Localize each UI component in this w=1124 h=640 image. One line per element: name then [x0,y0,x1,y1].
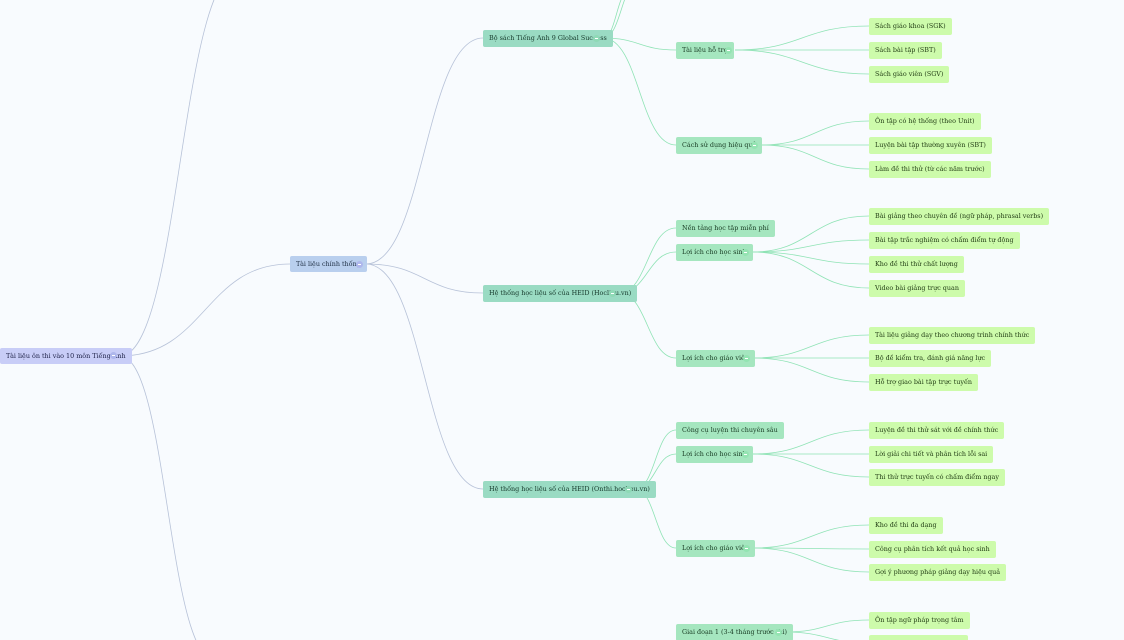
leaf-methods[interactable]: Gợi ý phương pháp giảng dạy hiệu quả [869,564,1007,581]
leaf-lectures[interactable]: Bài giảng theo chuyên đề (ngữ pháp, phra… [869,208,1050,225]
node-student-benefit-2[interactable]: Lợi ích cho học sinh [676,446,753,463]
node-free-platform[interactable]: Nền tảng học tập miễn phí [676,220,775,237]
collapse-circle-icon[interactable] [609,290,616,297]
collapse-circle-icon[interactable] [356,261,363,268]
leaf-test-sets[interactable]: Bộ đề kiểm tra, đánh giá năng lực [869,350,992,367]
edge-stage1-leaf-0 [784,619,870,633]
leaf-partial[interactable] [869,635,968,640]
node-teacher-benefit-1[interactable]: Lợi ích cho giáo viên [676,350,755,367]
edge-supp-leaf-0 [734,25,870,51]
leaf-sbt[interactable]: Sách bài tập (SBT) [869,42,942,59]
leaf-sgv[interactable]: Sách giáo viên (SGV) [869,66,950,83]
collapse-circle-icon[interactable] [725,47,732,54]
edge-teacher1-leaf-0 [752,334,870,359]
leaf-mock-exam[interactable]: Làm đề thi thử (từ các năm trước) [869,161,991,178]
node-root[interactable]: Tài liệu ôn thi vào 10 môn Tiếng Anh [0,348,132,364]
edge-root-offscreen-bottom [119,355,197,640]
leaf-grammar-review[interactable]: Ôn tập ngữ pháp trọng tâm [869,612,970,629]
leaf-sgk[interactable]: Sách giáo khoa (SGK) [869,18,952,35]
leaf-review-unit[interactable]: Ôn tập có hệ thống (theo Unit) [869,113,981,130]
edge-official-onthi [365,263,484,490]
edge-supp-leaf-2 [734,49,870,75]
node-onthi[interactable]: Hệ thống học liệu số của HEID (Onthi.hoc… [483,481,656,498]
leaf-diverse-bank[interactable]: Kho đề thi đa dạng [869,517,943,534]
leaf-quizzes[interactable]: Bài tập trắc nghiệm có chấm điểm tự động [869,232,1020,249]
collapse-circle-icon[interactable] [775,629,782,636]
edge-teacher2-leaf-1 [752,547,870,550]
collapse-circle-icon[interactable] [625,486,632,493]
collapse-circle-icon[interactable] [743,355,750,362]
collapse-circle-icon[interactable] [110,352,117,359]
node-official-materials[interactable]: Tài liệu chính thống [290,256,367,272]
node-usage[interactable]: Cách sử dụng hiệu quả [676,137,763,154]
edge-student1-leaf-1 [751,239,870,253]
edge-student2-leaf-2 [751,453,870,478]
edge-student1-leaf-2 [751,251,870,265]
edge-student2-leaf-0 [751,429,870,455]
node-supplementary[interactable]: Tài liệu hỗ trợ [676,42,734,59]
edge-usage-leaf-2 [760,144,870,170]
node-teacher-benefit-2[interactable]: Lợi ích cho giáo viên [676,540,755,557]
node-hoclieu[interactable]: Hệ thống học liệu số của HEID (Hoclieu.v… [483,285,638,302]
node-student-benefit-1[interactable]: Lợi ích cho học sinh [676,244,753,261]
leaf-online-homework[interactable]: Hỗ trợ giao bài tập trực tuyến [869,374,979,391]
collapse-circle-icon[interactable] [593,35,600,42]
leaf-teaching-materials[interactable]: Tài liệu giảng dạy theo chương trình chí… [869,327,1036,344]
collapse-circle-icon[interactable] [751,142,758,149]
edge-student1-leaf-3 [751,251,870,289]
leaf-videos[interactable]: Video bài giảng trực quan [869,280,965,297]
leaf-practice-close[interactable]: Luyện đề thi thử sát với đề chính thức [869,422,1005,439]
edge-global-supplementary [602,37,677,51]
edge-root-official [119,263,291,357]
node-stage1[interactable]: Giai đoạn 1 (3-4 tháng trước thi) [676,624,793,640]
edge-teacher2-leaf-0 [752,524,870,549]
collapse-circle-icon[interactable] [742,451,749,458]
collapse-circle-icon[interactable] [743,545,750,552]
edge-usage-leaf-0 [760,120,870,146]
collapse-circle-icon[interactable] [742,249,749,256]
leaf-online-test[interactable]: Thi thử trực tuyến có chấm điểm ngay [869,469,1005,486]
edge-stage1-leaf-1 [784,631,840,640]
leaf-exam-bank[interactable]: Kho đề thi thử chất lượng [869,256,964,273]
edge-global-usage [602,37,677,146]
edge-official-global [365,37,484,265]
node-deep-tools[interactable]: Công cụ luyện thi chuyên sâu [676,422,784,439]
edge-teacher1-leaf-2 [752,357,870,383]
edge-hoclieu-free [618,227,677,294]
leaf-explain[interactable]: Lời giải chi tiết và phân tích lỗi sai [869,446,994,463]
leaf-analysis-tool[interactable]: Công cụ phân tích kết quả học sinh [869,541,996,558]
edge-hoclieu-teacher [618,292,677,359]
leaf-practice-sbt[interactable]: Luyện bài tập thường xuyên (SBT) [869,137,992,154]
node-global-success[interactable]: Bộ sách Tiếng Anh 9 Global Success [483,30,613,47]
edge-teacher2-leaf-2 [752,547,870,573]
edge-official-hoclieu [365,263,484,294]
edge-student1-leaf-0 [751,215,870,253]
edge-root-offscreen-top [119,0,215,357]
